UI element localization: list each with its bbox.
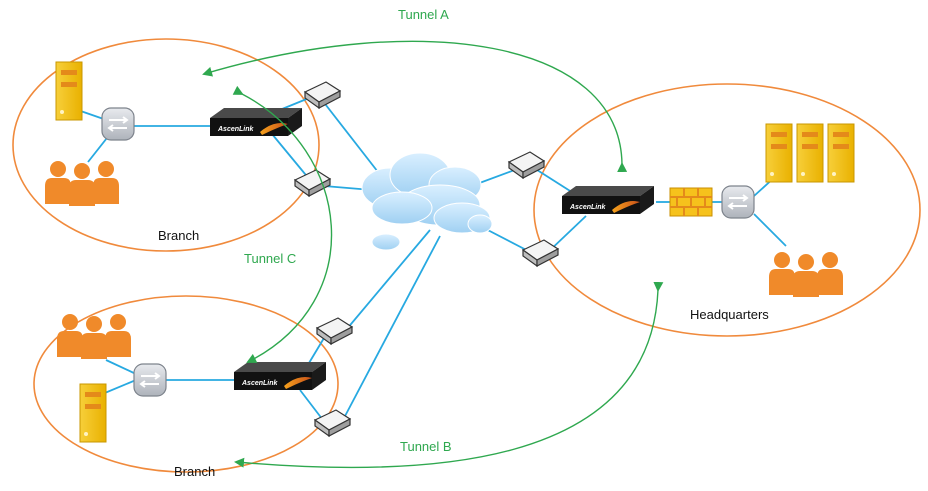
- network-links: [71, 95, 787, 425]
- branch-bottom-users: [57, 314, 131, 359]
- ascenlink-logo-text: AscenLink: [569, 204, 607, 211]
- branch-top-ascenlink: AscenLink: [210, 108, 302, 136]
- tunnel-c-arrow: [232, 85, 333, 363]
- branch-bottom-ascenlink: AscenLink: [234, 362, 326, 390]
- headquarters-boundary: [533, 83, 921, 337]
- branch-top-server: [55, 61, 83, 121]
- ascenlink-logo-text: AscenLink: [217, 126, 255, 133]
- tunnel-c-label: Tunnel C: [244, 251, 296, 266]
- internet-cloud: [361, 152, 493, 251]
- headquarters-label: Headquarters: [690, 307, 769, 322]
- branch-top-router-1: [304, 81, 341, 109]
- hq-ascenlink: AscenLink: [562, 186, 654, 214]
- branch-top-label: Branch: [158, 228, 199, 243]
- tunnel-a-arrow: [202, 40, 628, 173]
- branch-bottom-switch: [133, 363, 167, 397]
- branch-top-switch: [101, 107, 135, 141]
- hq-server-rack: [765, 123, 855, 183]
- tunnel-b-label: Tunnel B: [400, 439, 452, 454]
- branch-bottom-router-2: [314, 409, 351, 437]
- ascenlink-logo-text: AscenLink: [241, 380, 279, 387]
- hq-router-1: [508, 151, 545, 179]
- hq-users: [769, 252, 843, 297]
- tunnel-arrows: [202, 40, 664, 469]
- tunnel-a-label: Tunnel A: [398, 7, 449, 22]
- tunnel-b-arrow: [234, 281, 664, 469]
- branch-bottom-label: Branch: [174, 464, 215, 479]
- branch-top-users: [45, 161, 119, 206]
- hq-router-2: [522, 239, 559, 267]
- branch-bottom-server: [79, 383, 107, 443]
- hq-switch: [721, 185, 755, 219]
- hq-firewall: [669, 187, 713, 217]
